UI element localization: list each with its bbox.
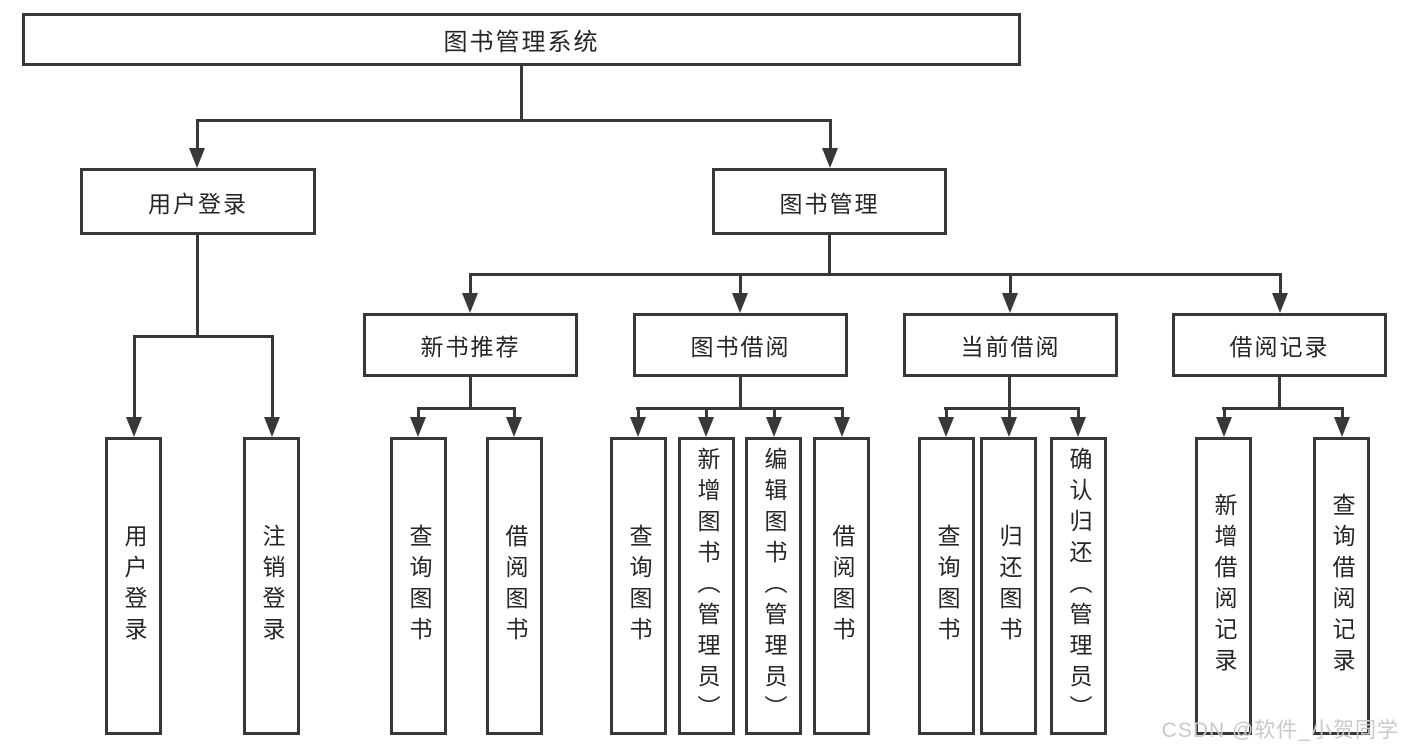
node-label: 查询图书 (626, 524, 652, 648)
connector-line (739, 377, 742, 409)
node-label: 用户登录 (121, 524, 147, 648)
node-label: 新书推荐 (420, 334, 521, 360)
arrow-down-icon (189, 119, 205, 168)
connector-line (944, 407, 1080, 410)
node-add-borrow-record: 新增借阅记录 (1195, 437, 1252, 735)
node-label: 查询图书 (934, 524, 960, 648)
node-label: 新增借阅记录 (1211, 493, 1237, 679)
arrow-down-icon (732, 273, 748, 313)
node-label: 查询图书 (406, 524, 432, 648)
node-user-login: 用户登录 (80, 168, 316, 235)
node-query-borrow-record: 查询借阅记录 (1313, 437, 1370, 735)
arrow-down-icon (630, 407, 646, 437)
arrow-down-icon (1216, 407, 1232, 437)
arrow-down-icon (1272, 273, 1288, 313)
arrow-down-icon (822, 119, 838, 168)
connector-line (1222, 407, 1343, 410)
watermark: CSDN @软件_小贺同学 (1161, 719, 1399, 742)
node-label: 借阅图书 (502, 524, 528, 648)
node-new-book-recommend: 新书推荐 (363, 313, 578, 377)
connector-line (1008, 377, 1011, 409)
node-book-management: 图书管理 (712, 168, 947, 235)
arrow-down-icon (698, 407, 714, 437)
node-label: 当前借阅 (960, 334, 1061, 360)
node-label: 注销登录 (259, 524, 285, 648)
node-label: 归还图书 (996, 524, 1022, 648)
arrow-down-icon (126, 335, 142, 437)
node-label: 确认归还（管理员） (1066, 446, 1092, 726)
connector-line (1278, 377, 1281, 409)
node-add-book-admin: 新增图书（管理员） (678, 437, 735, 735)
node-query-book-recommend: 查询图书 (390, 437, 447, 735)
node-label: 用户登录 (148, 190, 248, 217)
arrow-down-icon (264, 335, 280, 437)
node-return-book: 归还图书 (980, 437, 1037, 735)
connector-line (196, 119, 832, 122)
node-borrow-book-recommend: 借阅图书 (486, 437, 543, 735)
arrow-down-icon (506, 407, 522, 437)
arrow-down-icon (1070, 407, 1086, 437)
arrow-down-icon (834, 407, 850, 437)
node-label: 编辑图书（管理员） (761, 446, 787, 726)
connector-line (417, 407, 515, 410)
connector-line (469, 377, 472, 409)
arrow-down-icon (462, 273, 478, 313)
node-current-borrow: 当前借阅 (903, 313, 1118, 377)
node-user-login-leaf: 用户登录 (105, 437, 162, 735)
connector-line (469, 273, 1282, 276)
connector-line (133, 335, 274, 338)
node-label: 借阅图书 (829, 524, 855, 648)
arrow-down-icon (1001, 407, 1017, 437)
node-label: 查询借阅记录 (1329, 493, 1355, 679)
node-label: 图书管理系统 (443, 29, 600, 56)
node-label: 新增图书（管理员） (694, 446, 720, 726)
node-library-system: 图书管理系统 (22, 13, 1021, 66)
arrow-down-icon (766, 407, 782, 437)
connector-line (636, 407, 844, 410)
arrow-down-icon (1334, 407, 1350, 437)
connector-line (828, 233, 831, 275)
node-borrow-records: 借阅记录 (1172, 313, 1387, 377)
node-label: 图书管理 (779, 190, 880, 217)
arrow-down-icon (938, 407, 954, 437)
node-borrow-book-leaf: 借阅图书 (813, 437, 870, 735)
node-label: 借阅记录 (1229, 334, 1330, 360)
node-edit-book-admin: 编辑图书（管理员） (745, 437, 802, 735)
node-logout: 注销登录 (243, 437, 300, 735)
node-book-borrow: 图书借阅 (633, 313, 848, 377)
node-query-book-current: 查询图书 (918, 437, 975, 735)
connector-line (196, 235, 199, 337)
connector-line (520, 66, 523, 121)
node-confirm-return-admin: 确认归还（管理员） (1050, 437, 1107, 735)
node-label: 图书借阅 (690, 334, 791, 360)
node-query-book-borrow: 查询图书 (610, 437, 667, 735)
arrow-down-icon (1002, 273, 1018, 313)
arrow-down-icon (410, 407, 426, 437)
